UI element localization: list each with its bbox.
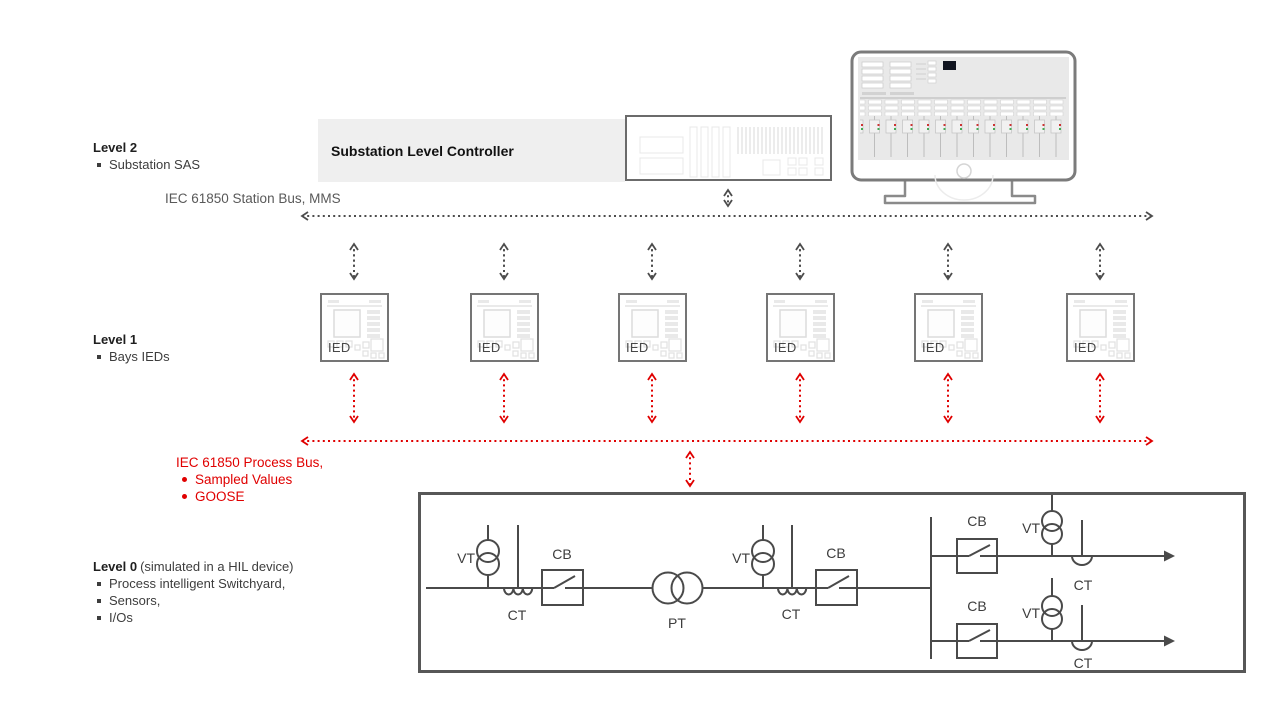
ied-device: IED [766, 293, 835, 362]
ied-faceplate-art [625, 300, 683, 359]
ied-faceplate-art [921, 300, 979, 359]
substation-controller-label: Substation Level Controller [331, 142, 514, 159]
ied-faceplate-art [327, 300, 385, 359]
process-bus-bullet-text: Sampled Values [195, 472, 293, 487]
ied-device: IED [1066, 293, 1135, 362]
level0-title-suffix: (simulated in a HIL device) [140, 559, 294, 574]
ied-device: IED [618, 293, 687, 362]
ied-label: IED [1074, 340, 1097, 355]
monitor-stand [883, 178, 1037, 205]
controller-rack-device-icon [625, 115, 832, 181]
level0-title-bold: Level 0 [93, 559, 138, 574]
ied-device: IED [914, 293, 983, 362]
level0-bullet-item: Sensors, [93, 592, 294, 609]
ied-label: IED [328, 340, 351, 355]
rack-vent-grille [737, 127, 823, 154]
ied-process-bus-arrows [349, 372, 1105, 424]
ied-label: IED [478, 340, 501, 355]
ied-faceplate-art [773, 300, 831, 359]
level2-label-block: Level 2 Substation SAS [93, 139, 200, 173]
ied-label: IED [626, 340, 649, 355]
level0-bullet-item: Process intelligent Switchyard, [93, 575, 294, 592]
substation-controller-box: Substation Level Controller [318, 119, 625, 182]
screen-bay-columns [860, 99, 1066, 157]
round-bullet-icon [182, 494, 187, 499]
process-bus-bullet-item: GOOSE [178, 488, 323, 505]
ied-station-bus-arrows [353, 244, 1101, 279]
scada-screen-content [860, 60, 1066, 157]
square-bullet-icon [97, 581, 101, 586]
level2-title: Level 2 [93, 140, 138, 155]
square-bullet-icon [97, 354, 101, 359]
hmi-monitor-icon [850, 50, 1077, 205]
level2-bullet-text: Substation SAS [109, 157, 201, 172]
level1-title: Level 1 [93, 332, 138, 347]
level0-title: Level 0(simulated in a HIL device) [93, 558, 294, 575]
process-bus-label-block: IEC 61850 Process Bus, Sampled Values GO… [176, 454, 323, 505]
ied-faceplate-art [1073, 300, 1131, 359]
square-bullet-icon [97, 598, 101, 603]
level0-bullet-text: I/Os [109, 610, 133, 625]
level0-bullet-text: Sensors, [109, 593, 161, 608]
process-bus-bullet-item: Sampled Values [178, 471, 323, 488]
screen-dark-panel [943, 61, 956, 70]
square-bullet-icon [97, 615, 101, 620]
level0-bullet-item: I/Os [93, 609, 294, 626]
hil-switchyard-box [418, 492, 1246, 673]
ied-device: IED [470, 293, 539, 362]
process-bus-label: IEC 61850 Process Bus, [176, 455, 324, 470]
rack-front-details [639, 126, 824, 178]
station-bus-label: IEC 61850 Station Bus, MMS [165, 191, 341, 206]
level1-bullet-text: Bays IEDs [109, 349, 170, 364]
round-bullet-icon [182, 477, 187, 482]
level1-bullet-item: Bays IEDs [93, 348, 170, 365]
monitor-camera-icon [956, 163, 972, 179]
square-bullet-icon [97, 162, 101, 167]
ied-label: IED [922, 340, 945, 355]
ied-label: IED [774, 340, 797, 355]
level0-label-block: Level 0(simulated in a HIL device) Proce… [93, 558, 294, 626]
level0-bullet-text: Process intelligent Switchyard, [109, 576, 286, 591]
process-bus-bullet-text: GOOSE [195, 489, 245, 504]
ied-device: IED [320, 293, 389, 362]
chin-arc [934, 174, 994, 201]
ied-station-arrowheads [349, 242, 1105, 281]
level2-bullet-item: Substation SAS [93, 156, 200, 173]
level1-label-block: Level 1 Bays IEDs [93, 331, 170, 365]
ied-faceplate-art [477, 300, 535, 359]
